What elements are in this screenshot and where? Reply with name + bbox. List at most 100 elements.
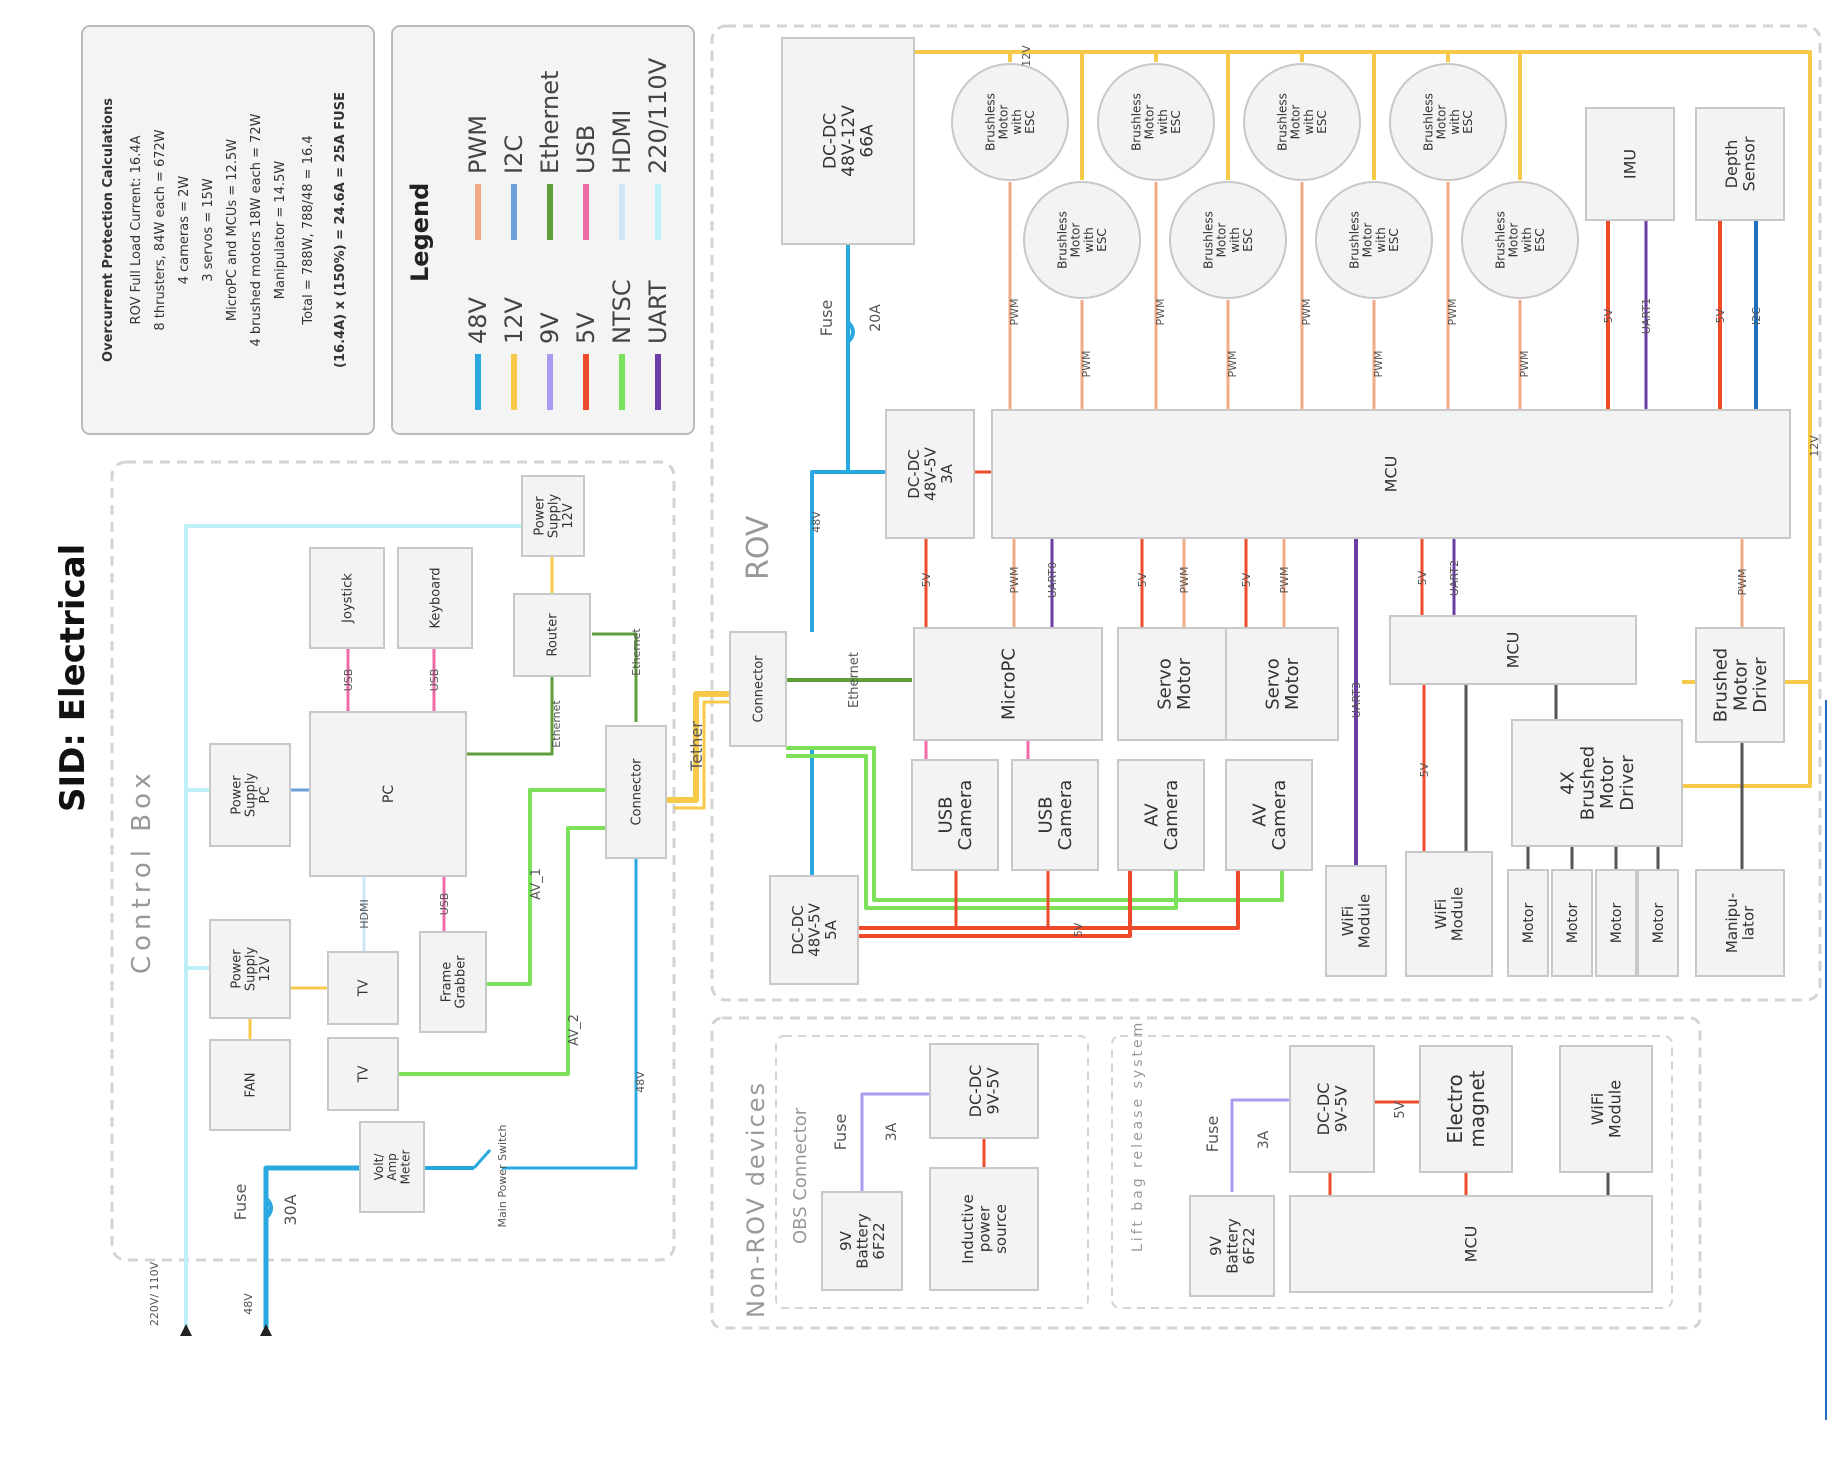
lift-wifi-label: WiFiModule	[1588, 1080, 1625, 1138]
rov-connector-label: Connector	[752, 655, 767, 723]
wire-av2	[398, 826, 606, 1076]
wire-label-pwm: PWM	[1080, 350, 1093, 377]
usb-camera-1-label: USBCamera	[935, 780, 976, 851]
lift-label: Lift bag release system	[1130, 1020, 1146, 1252]
rov-fuse-rating: 20A	[868, 304, 884, 332]
wire-label-12v: 12V	[1808, 435, 1821, 457]
servo-1-box	[1117, 627, 1231, 741]
rov-fuse-wire	[846, 244, 855, 472]
mcu-2-box	[1389, 615, 1637, 685]
wire-label-uart1: UART1	[1640, 298, 1653, 334]
power-supply-12v-top-box	[521, 475, 585, 557]
overcurrent-heading: Overcurrent Protection Calculations	[101, 98, 116, 362]
obs-label: OBS Connector	[790, 1107, 811, 1244]
brushed-driver-label: BrushedMotorDriver	[1711, 648, 1772, 722]
imu-box	[1585, 107, 1675, 221]
overcurrent-line: Total = 788W, 788/48 = 16.4	[301, 135, 316, 325]
thruster-label: BrushlessMotorwithESC	[1055, 211, 1109, 269]
power-supply-12v-box	[209, 919, 291, 1019]
wire-48v-input	[263, 1165, 360, 1328]
main-switch-line	[472, 1149, 492, 1169]
thruster-label: BrushlessMotorwithESC	[1275, 93, 1329, 151]
legend-label: PWM	[464, 115, 492, 174]
main-power-switch-label: Main Power Switch	[496, 1125, 509, 1228]
wire-label-48v: 48V	[634, 1071, 647, 1093]
lift-magnet-box	[1419, 1045, 1513, 1173]
non-rov-label: Non-ROV devices	[742, 1081, 770, 1318]
driver-4x-label: 4XBrushedMotorDriver	[1558, 746, 1638, 820]
wire-label-usb: USB	[438, 893, 451, 916]
wire-label-5v: 5V	[1714, 308, 1727, 323]
dcdc-5v-5a-label: DC-DC48V-5V5A	[789, 902, 840, 956]
power-supply-pc-box	[209, 743, 291, 847]
lift-dcdc-label: DC-DC9V-5V	[1314, 1083, 1351, 1136]
wire-12v-driver4x	[1682, 682, 1812, 788]
thruster-esc	[1389, 63, 1507, 181]
frame-grabber-label: FrameGrabber	[439, 955, 468, 1009]
overcurrent-line: 3 servos = 15W	[201, 178, 216, 282]
wire-label-pwm: PWM	[1518, 350, 1531, 377]
volt-amp-meter-label: Volt/AmpMeter	[372, 1150, 412, 1185]
control-box-label: Control Box	[127, 768, 157, 974]
legend-label: 12V	[500, 296, 528, 344]
control-box-container	[110, 460, 676, 1262]
tv-1-label: TV	[357, 979, 372, 997]
tv-1-box	[327, 951, 399, 1025]
dcdc-5v-3a-box	[885, 409, 975, 539]
usb-camera-2-box	[1011, 759, 1099, 871]
obs-dcdc-box	[929, 1043, 1039, 1139]
lift-fuse-label: Fuse	[1203, 1116, 1222, 1153]
wire-label-pwm: PWM	[1372, 350, 1385, 377]
wire-label-12v: 12V	[1020, 45, 1033, 67]
wire-label-i2c: I2C	[1750, 307, 1763, 325]
wire-label-48v: 48V	[810, 511, 823, 533]
volt-amp-meter-box	[359, 1121, 425, 1213]
wire-label-uart2: UART2	[1448, 560, 1461, 596]
legend-label: 48V	[464, 296, 492, 344]
pc-label: PC	[381, 785, 397, 803]
wire-label-5v: 5V	[1418, 762, 1431, 777]
thruster-esc	[1461, 181, 1579, 299]
imu-label: IMU	[1621, 149, 1640, 179]
motor-4-label: Motor	[1651, 903, 1667, 944]
lift-dcdc-box	[1289, 1045, 1375, 1173]
wire-label-5v: 5V	[1393, 1101, 1408, 1118]
thruster-esc	[1315, 181, 1433, 299]
legend-label: USB	[572, 125, 600, 174]
manipulator-box	[1695, 869, 1785, 977]
tv-2-label: TV	[357, 1065, 372, 1083]
wifi-1-box	[1325, 865, 1387, 977]
overcurrent-line: Manipulator = 14.5W	[273, 161, 288, 300]
wire-label-av1: AV_1	[529, 868, 544, 900]
wire-label-uart0: UART0	[1046, 562, 1059, 598]
usb-camera-1-box	[911, 759, 999, 871]
obs-battery-label: 9VBattery6F22	[837, 1213, 888, 1269]
obs-battery-box	[821, 1191, 903, 1291]
control-fuse-label: Fuse	[231, 1184, 250, 1221]
router-box	[513, 593, 591, 677]
wire-label-uart3: UART3	[1350, 682, 1363, 718]
micropc-box	[913, 627, 1103, 741]
legend-label: I2C	[500, 135, 528, 174]
manipulator-label: Manipu-lator	[1723, 893, 1758, 953]
wire-label-pwm: PWM	[1178, 566, 1191, 593]
wire-48v-control	[502, 858, 638, 1170]
motor-4-box	[1637, 869, 1679, 977]
router-label: Router	[546, 613, 561, 657]
brushed-driver-box	[1695, 627, 1785, 743]
wire-ethernet-router	[592, 632, 638, 722]
joystick-box	[309, 547, 385, 649]
thrusters: BrushlessMotorwithESC BrushlessMotorwithE…	[951, 63, 1579, 299]
fan-box	[209, 1039, 291, 1131]
legend-box	[391, 25, 695, 435]
control-connector-box	[605, 725, 667, 859]
motor-3-box	[1595, 869, 1637, 977]
obs-fuse-label: Fuse	[831, 1114, 850, 1151]
motor-3-label: Motor	[1609, 903, 1625, 944]
control-fuse	[264, 1196, 273, 1220]
motor-1-box	[1507, 869, 1549, 977]
wire-label-pwm: PWM	[1446, 298, 1459, 325]
